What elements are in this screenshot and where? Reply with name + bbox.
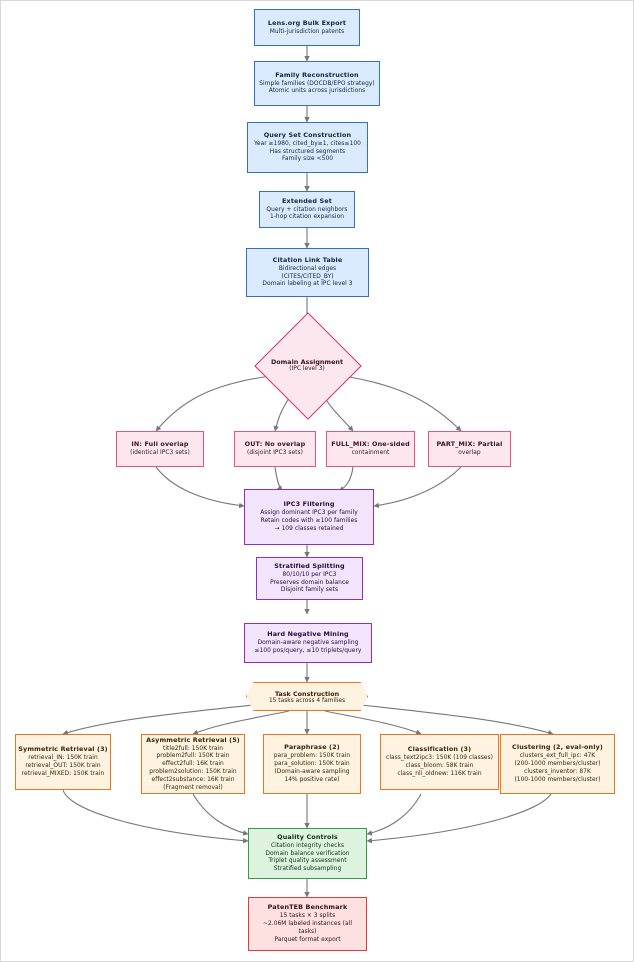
node-title: Hard Negative Mining — [267, 630, 349, 639]
node-title: Lens.org Bulk Export — [267, 18, 347, 27]
node-domain-assignment[interactable]: Domain Assignment (IPC level 3) — [254, 312, 362, 420]
node-patenteb-benchmark[interactable]: PatenTEB Benchmark 15 tasks × 3 splits ~… — [248, 897, 367, 951]
node-body: Year ≥1980, cited_by≥1, cites≤100 Has st… — [254, 140, 361, 163]
node-bulk-export[interactable]: Lens.org Bulk Export Multi-jurisdiction … — [254, 9, 360, 46]
node-citation-link-table[interactable]: Citation Link Table Bidirectional edges … — [246, 248, 369, 297]
node-body: 15 tasks × 3 splits ~2.06M labeled insta… — [262, 913, 352, 943]
node-title: Extended Set — [282, 196, 332, 205]
node-branch-part-mix[interactable]: PART_MIX: Partial overlap — [428, 431, 511, 467]
node-title: FULL_MIX: One-sided — [331, 440, 410, 449]
node-body: Domain Assignment (IPC level 3) — [270, 358, 344, 372]
node-body: Citation integrity checks Domain balance… — [265, 842, 350, 873]
node-title: Domain Assignment — [270, 358, 344, 366]
node-title: Asymmetric Retrieval (5) — [146, 735, 240, 744]
node-title: PatenTEB Benchmark — [267, 903, 348, 912]
node-title: PART_MIX: Partial — [436, 440, 503, 449]
node-body: (identical IPC3 sets) — [130, 450, 190, 457]
node-branch-in[interactable]: IN: Full overlap (identical IPC3 sets) — [116, 431, 204, 467]
node-quality-controls[interactable]: Quality Controls Citation integrity chec… — [248, 828, 367, 879]
node-extended-set[interactable]: Extended Set Query + citation neighbors … — [259, 191, 355, 228]
node-classification[interactable]: Classification (3) class_text2ipc3: 150K… — [380, 734, 499, 790]
node-body: title2full: 150K train problem2full: 150… — [149, 745, 237, 791]
node-title: Citation Link Table — [272, 255, 343, 264]
node-body: Assign dominant IPC3 per family Retain c… — [260, 510, 358, 532]
node-paraphrase[interactable]: Paraphrase (2) para_problem: 150K train … — [263, 734, 361, 794]
node-task-construction[interactable]: Task Construction 15 tasks across 4 fami… — [246, 682, 368, 711]
node-clustering[interactable]: Clustering (2, eval-only) clusters_ext_f… — [500, 734, 615, 794]
node-title: Classification (3) — [407, 745, 472, 754]
node-title: Query Set Construction — [263, 130, 352, 139]
node-body: Query + citation neighbors 1-hop citatio… — [266, 206, 348, 221]
node-ipc3-filtering[interactable]: IPC3 Filtering Assign dominant IPC3 per … — [244, 489, 374, 545]
node-title: IPC3 Filtering — [283, 500, 335, 509]
node-query-set-construction[interactable]: Query Set Construction Year ≥1980, cited… — [247, 122, 368, 173]
node-symmetric-retrieval[interactable]: Symmetric Retrieval (3) retrieval_IN: 15… — [15, 734, 111, 790]
node-title: IN: Full overlap — [131, 440, 189, 449]
node-title: OUT: No overlap — [244, 440, 306, 449]
node-body: clusters_ext_full_ipc: 47K (200-1000 mem… — [514, 753, 601, 783]
node-branch-out[interactable]: OUT: No overlap (disjoint IPC3 sets) — [234, 431, 316, 467]
node-body: Multi-jurisdiction patents — [269, 28, 345, 35]
node-title: Clustering (2, eval-only) — [512, 743, 603, 752]
node-title: Task Construction — [274, 689, 340, 698]
node-body: containment — [351, 450, 390, 457]
node-title: Stratified Splitting — [274, 561, 345, 570]
node-asymmetric-retrieval[interactable]: Asymmetric Retrieval (5) title2full: 150… — [141, 734, 245, 794]
node-title: Family Reconstruction — [275, 70, 359, 79]
node-body: Domain-aware negative sampling ≤100 pos/… — [254, 640, 362, 654]
node-hard-negative-mining[interactable]: Hard Negative Mining Domain-aware negati… — [244, 623, 372, 663]
node-body: (disjoint IPC3 sets) — [247, 450, 303, 457]
node-family-reconstruction[interactable]: Family Reconstruction Simple families (D… — [254, 61, 380, 106]
node-title: Paraphrase (2) — [284, 743, 340, 752]
node-title: Quality Controls — [277, 832, 338, 841]
node-body: class_text2ipc3: 150K (109 classes) clas… — [386, 755, 493, 777]
node-body: overlap — [458, 450, 481, 457]
node-stratified-splitting[interactable]: Stratified Splitting 80/10/10 per IPC3 P… — [256, 557, 363, 600]
node-body: Simple families (DOCDB/EPO strategy) Ato… — [259, 80, 375, 95]
node-title: Symmetric Retrieval (3) — [18, 745, 108, 754]
node-branch-full-mix[interactable]: FULL_MIX: One-sided containment — [326, 431, 415, 467]
node-body: Bidirectional edges (CITES/CITED_BY) Dom… — [262, 265, 353, 288]
node-body: para_problem: 150K train para_solution: … — [273, 753, 351, 783]
node-body: retrieval_IN: 150K train retrieval_OUT: … — [21, 755, 105, 777]
node-body: 80/10/10 per IPC3 Preserves domain balan… — [270, 571, 349, 594]
